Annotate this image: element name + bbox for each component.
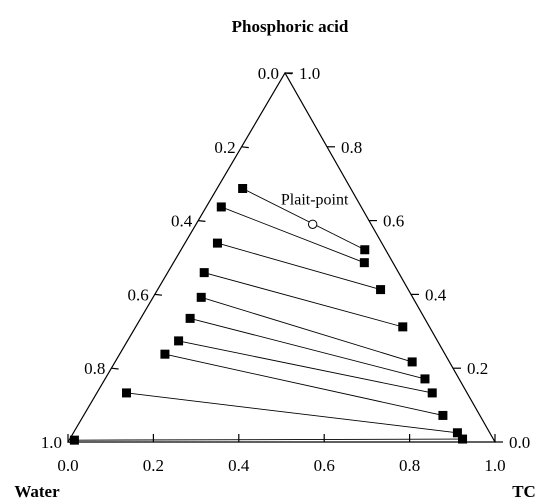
data-point-left: [160, 349, 170, 359]
tie-lines: [74, 188, 463, 441]
plait-point-label: Plait-point: [281, 191, 349, 208]
data-point-left: [185, 313, 195, 323]
left-tick: [154, 293, 163, 296]
vertex-label-top: Phosphoric acid: [232, 17, 349, 36]
data-point-left: [196, 292, 206, 302]
bottom-tick-label: 0.4: [228, 456, 250, 475]
data-point-right: [452, 428, 462, 438]
data-point-left: [121, 388, 131, 398]
data-point-right: [407, 357, 417, 367]
data-point-right: [376, 285, 386, 295]
chart-frame: [66, 71, 497, 443]
tie-line: [201, 296, 413, 363]
left-tick: [241, 146, 249, 149]
data-point-left: [69, 435, 79, 445]
vertex-label-right: TC: [512, 482, 536, 500]
bottom-tick-label: 0.8: [399, 456, 420, 475]
tie-line: [217, 242, 381, 291]
data-point-right: [398, 322, 408, 332]
right-tick-label: 0.2: [467, 359, 488, 378]
data-point-right: [420, 374, 430, 384]
bottom-tick-label: 0.0: [57, 456, 78, 475]
right-tick-label: 0.8: [341, 138, 362, 157]
left-tick-label: 1.0: [41, 433, 62, 452]
tie-line: [190, 317, 426, 380]
tie-line: [164, 353, 444, 416]
triangle-frame: [66, 71, 497, 443]
data-point-right: [360, 245, 370, 255]
plait-point-marker: [307, 219, 318, 229]
data-point-left: [212, 238, 222, 248]
left-tick: [111, 367, 119, 370]
vertex-label-left: Water: [14, 482, 60, 500]
right-tick-label: 0.0: [509, 433, 530, 452]
data-point-right: [427, 388, 437, 398]
data-point-left: [238, 183, 248, 193]
bottom-tick-label: 0.2: [143, 456, 164, 475]
tick-group: [67, 72, 503, 444]
left-tick-label: 0.0: [258, 64, 279, 83]
bottom-tick-label: 0.6: [314, 456, 335, 475]
right-tick-label: 0.6: [383, 212, 404, 231]
right-tick-label: 0.4: [425, 285, 447, 304]
data-point-right: [438, 410, 448, 420]
tie-line: [74, 438, 463, 441]
tie-line: [126, 392, 458, 434]
right-tick-label: 1.0: [299, 64, 320, 83]
tie-line: [204, 272, 403, 328]
left-tick-label: 0.6: [128, 285, 149, 304]
data-point-left: [174, 336, 184, 346]
tie-line: [178, 340, 433, 394]
bottom-tick-label: 1.0: [484, 456, 505, 475]
left-tick-label: 0.4: [171, 212, 193, 231]
data-point-left: [216, 202, 226, 212]
data-point-left: [199, 268, 209, 278]
data-point-right: [359, 258, 369, 268]
left-tick-label: 0.2: [214, 138, 235, 157]
data-point-right: [458, 434, 468, 444]
left-tick-label: 0.8: [84, 359, 105, 378]
left-tick: [198, 220, 206, 222]
tie-line: [242, 188, 365, 251]
tie-line: [221, 206, 365, 264]
data-points: [69, 183, 468, 445]
